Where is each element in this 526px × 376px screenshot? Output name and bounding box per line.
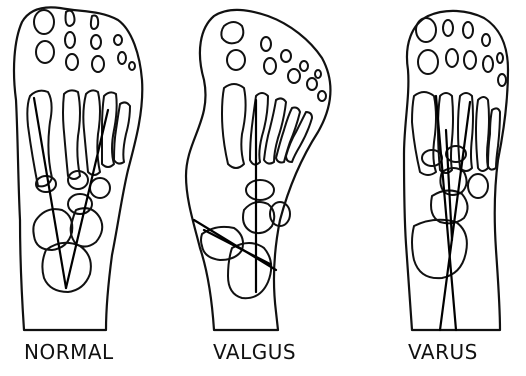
valgus-label: VALGUS bbox=[213, 340, 296, 364]
normal-label: NORMAL bbox=[24, 340, 114, 364]
varus-label: VARUS bbox=[408, 340, 478, 364]
normal-foot-drawing bbox=[14, 7, 142, 330]
valgus-foot-outline bbox=[186, 10, 331, 330]
varus-foot-drawing bbox=[404, 11, 508, 330]
valgus-foot-drawing bbox=[186, 10, 331, 330]
